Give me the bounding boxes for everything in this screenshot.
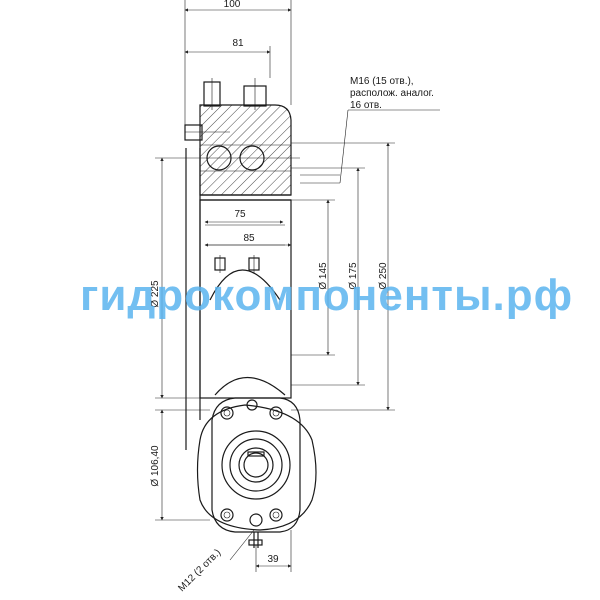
dim-text-100: 100	[224, 0, 241, 10]
mount-hole-br	[269, 508, 283, 522]
dim-text-175: Ø 175	[348, 262, 359, 290]
bottom-fitting	[248, 539, 263, 546]
thread-note-line2: располож. аналог.	[350, 88, 434, 99]
dim-text-250: Ø 250	[378, 262, 389, 290]
right-diameter-dims: Ø 250 Ø 175 Ø 145	[291, 109, 440, 411]
mount-hole-tl	[220, 406, 234, 420]
dim-text-39: 39	[267, 554, 279, 565]
dim-text-85: 85	[243, 233, 255, 244]
output-flange	[221, 430, 291, 500]
upper-housing	[184, 78, 300, 201]
inner-width-dims: 75 85	[204, 209, 292, 247]
lower-housing	[196, 397, 317, 548]
bolt-marker-right	[248, 255, 260, 273]
keyway	[247, 451, 265, 457]
m12-note: M12 (2 отв.)	[176, 547, 223, 594]
m12-leader: M12 (2 отв.)	[176, 529, 255, 594]
thread-note: M16 (15 отв.), располож. аналог. 16 отв.	[350, 76, 434, 111]
bottom-dim-39: 39	[255, 530, 292, 572]
bolt-marker-left	[214, 255, 226, 273]
dim-text-81: 81	[232, 38, 244, 49]
shaft-bore	[243, 452, 269, 478]
dim-text-145: Ø 145	[318, 262, 329, 290]
dim-text-75: 75	[234, 209, 246, 220]
left-diameter-dims: Ø 225 Ø 106,40	[150, 157, 210, 521]
thread-note-line1: M16 (15 отв.),	[350, 76, 414, 87]
watermark-text: гидрокомпоненты.рф	[80, 271, 573, 320]
top-dimension-group: 100 81	[184, 0, 292, 135]
mount-hole-tr	[269, 406, 283, 420]
dim-text-225: Ø 225	[150, 280, 161, 308]
thread-note-line3: 16 отв.	[350, 100, 382, 111]
mount-hole-bl	[220, 508, 234, 522]
dim-text-106: Ø 106,40	[150, 445, 161, 487]
